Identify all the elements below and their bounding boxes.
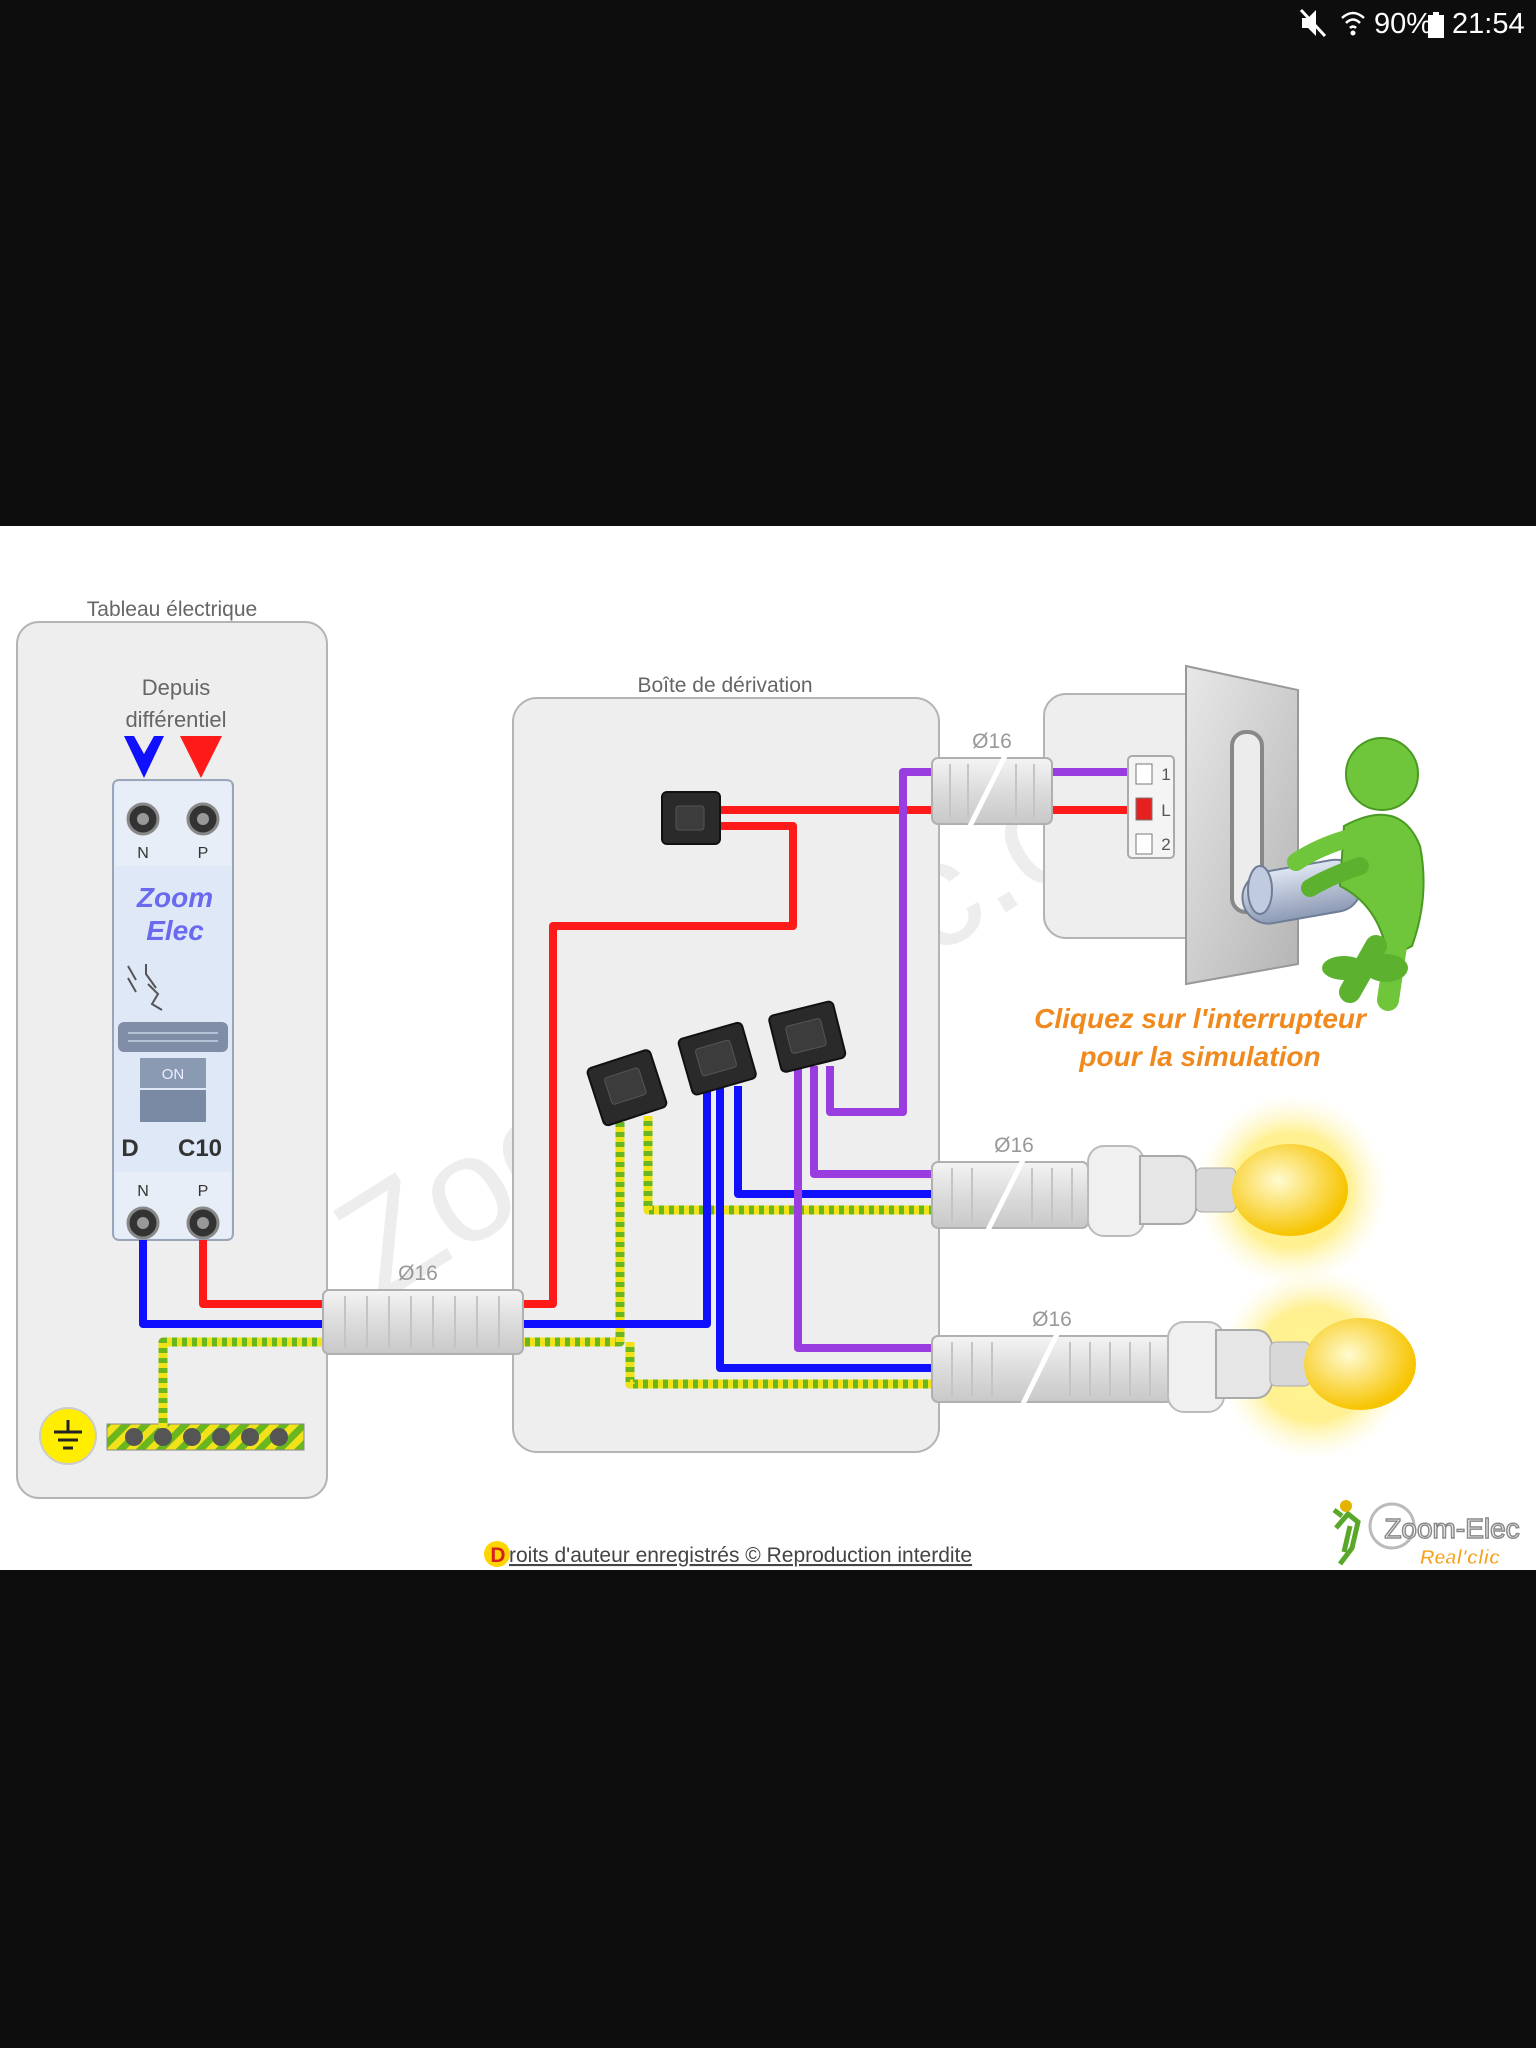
zoom-elec-logo[interactable]: Zoom-Elec Real'clic	[1332, 1500, 1520, 1569]
conduit-label-lamp-1: Ø16	[994, 1134, 1034, 1157]
battery-percent: 90%	[1374, 8, 1433, 40]
electrician-figure-icon	[1332, 1508, 1361, 1566]
conduit-switch: Ø16	[931, 730, 1053, 828]
neutral-arrow-icon	[124, 736, 164, 778]
conduit-label-lamp-2: Ø16	[1032, 1308, 1072, 1331]
breaker-symbol-icon	[127, 964, 163, 1011]
bottom-terminal-n: N	[137, 1183, 149, 1200]
copyright-badge-icon	[484, 1541, 510, 1567]
bottom-terminal-p: P	[198, 1183, 209, 1200]
bulb-1-icon	[1232, 1144, 1348, 1236]
status-bar: 90% 21:54	[0, 0, 1536, 50]
switch-terminal-1: 1	[1161, 765, 1170, 784]
wifi-icon	[1340, 8, 1366, 46]
battery-icon	[1428, 12, 1444, 46]
instruction-line-2[interactable]: pour la simulation	[1078, 1041, 1320, 1072]
conduit-label-panel: Ø16	[398, 1262, 438, 1285]
lamp-2	[1167, 1268, 1416, 1460]
top-terminal-n: N	[137, 845, 149, 862]
connector-earth	[586, 1049, 668, 1127]
wiring-diagram-image: © Zoom-Elec.com Tableau électrique Depui…	[0, 526, 1536, 1570]
circuit-breaker[interactable]: N P Zoom Elec ON D C10 N P	[112, 779, 234, 1241]
junction-box-title: Boîte de dérivation	[637, 674, 812, 697]
connector-neutral	[677, 1021, 757, 1096]
instruction-line-1[interactable]: Cliquez sur l'interrupteur	[1034, 1003, 1368, 1034]
breaker-rating: C10	[178, 1135, 222, 1162]
green-character-icon	[1287, 737, 1425, 1011]
earth-symbol-icon	[39, 1407, 97, 1465]
earth-terminal-bar	[39, 1407, 305, 1465]
copyright-text[interactable]: roits d'auteur enregistrés © Reproductio…	[509, 1544, 972, 1567]
mute-icon	[1298, 6, 1328, 48]
switch-terminal-l: L	[1161, 801, 1170, 820]
top-terminal-p: P	[198, 845, 209, 862]
logo-text-2: Real'clic	[1420, 1547, 1500, 1569]
conduit-label-switch: Ø16	[972, 730, 1012, 753]
light-switch[interactable]: 1 L 2	[1127, 664, 1366, 986]
breaker-switch-label: ON	[162, 1066, 185, 1083]
conduit-lamp-1: Ø16	[931, 1134, 1089, 1232]
logo-text-1: Zoom-Elec	[1384, 1513, 1519, 1544]
switch-terminal-2: 2	[1161, 835, 1170, 854]
bulb-2-icon	[1304, 1318, 1416, 1410]
breaker-curve: D	[121, 1135, 138, 1162]
copyright-initial: D	[490, 1544, 505, 1567]
connector-phase	[661, 791, 721, 845]
from-label-1: Depuis	[142, 675, 210, 700]
conduit-panel: Ø16	[322, 1262, 524, 1355]
conduit-lamp-2: Ø16	[931, 1308, 1173, 1408]
brand-elec: Elec	[146, 915, 204, 946]
clock: 21:54	[1452, 8, 1525, 40]
panel-title: Tableau électrique	[87, 598, 257, 621]
brand-zoom: Zoom	[136, 882, 213, 913]
from-label-2: différentiel	[125, 707, 226, 732]
phase-arrow-icon	[180, 736, 222, 778]
lamp-1	[1087, 1094, 1388, 1286]
connector-return	[768, 1000, 847, 1073]
